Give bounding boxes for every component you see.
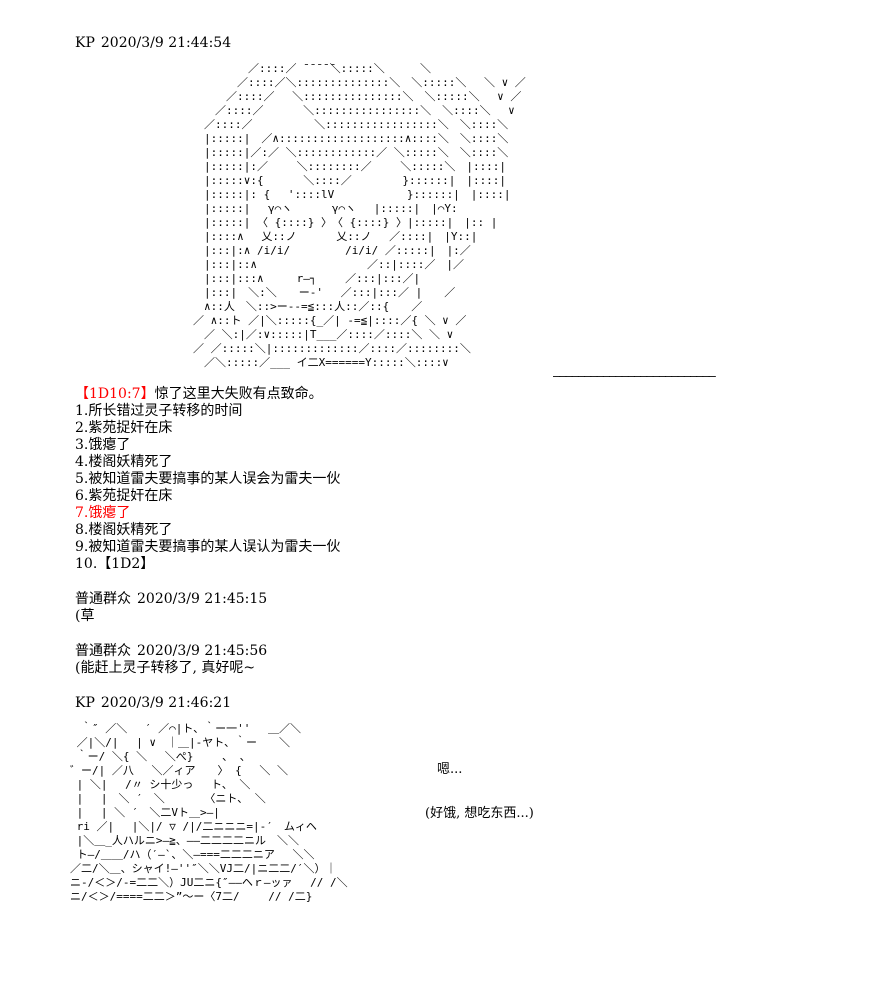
timestamp: 2020/3/9 21:44:54 — [100, 35, 232, 51]
ascii-art-wrapper: ｀″ ／＼ ′ ／⌒|ト、｀ー一'' ＿／＼ ／|＼/| | ∨ ｜＿|‐ヤト、… — [59, 722, 861, 904]
timestamp: 2020/3/9 21:45:15 — [137, 591, 268, 607]
trpg-log-page: KP 2020/3/9 21:44:54 ／::::／ ̄ ̄ ̄ ̄ ̄＼:::… — [70, 34, 861, 904]
ascii-art-wrapper: ／::::／ ̄ ̄ ̄ ̄ ̄＼:::::＼ ＼ ／::::／＼:::::::… — [193, 62, 861, 370]
post-kp-2: KP 2020/3/9 21:46:21 ｀″ ／＼ ′ ／⌒|ト、｀ー一'' ＿… — [70, 694, 861, 904]
roll-option-8: 8.楼阁妖精死了 — [75, 522, 173, 538]
message-text: (能赶上灵子转移了, 真好呢~ — [75, 660, 256, 676]
roll-option-10: 10.【1D2】 — [75, 556, 155, 572]
post-meta: 普通群众 2020/3/9 21:45:56 — [75, 642, 861, 660]
dice-roll-line: 【1D10:7】惊了这里大失败有点致命。 — [75, 386, 861, 403]
author-name: KP — [75, 35, 95, 51]
post-crowd-2: 普通群众 2020/3/9 21:45:56 (能赶上灵子转移了, 真好呢~ — [75, 642, 861, 677]
dialogue-bubble-2: (好饿, 想吃东西...) — [425, 806, 534, 821]
ascii-art-character-lying: ｀″ ／＼ ′ ／⌒|ト、｀ー一'' ＿／＼ ／|＼/| | ∨ ｜＿|‐ヤト、… — [69, 722, 348, 903]
author-name: KP — [75, 695, 95, 711]
timestamp: 2020/3/9 21:46:21 — [100, 695, 232, 711]
timestamp: 2020/3/9 21:45:56 — [137, 643, 268, 659]
dice-roll-comment: 惊了这里大失败有点致命。 — [154, 386, 323, 402]
roll-option-6: 6.紫苑捉奸在床 — [75, 488, 173, 504]
roll-option-1: 1.所长错过灵子转移的时间 — [75, 403, 243, 419]
roll-option-2: 2.紫苑捉奸在床 — [75, 420, 173, 436]
dialogue-bubble-1: 嗯... — [437, 762, 463, 777]
post-kp-1: KP 2020/3/9 21:44:54 ／::::／ ̄ ̄ ̄ ̄ ̄＼:::… — [75, 34, 861, 573]
post-meta: 普通群众 2020/3/9 21:45:15 — [75, 590, 861, 608]
roll-options-list: 1.所长错过灵子转移的时间 2.紫苑捉奸在床 3.饿瘪了 4.楼阁妖精死了 5.… — [75, 403, 861, 573]
post-meta: KP 2020/3/9 21:44:54 — [75, 34, 861, 52]
author-name: 普通群众 — [75, 643, 131, 659]
roll-option-5: 5.被知道雷夫要搞事的某人误会为雷夫一伙 — [75, 471, 341, 487]
ascii-art-girl-face: ／::::／ ̄ ̄ ̄ ̄ ̄＼:::::＼ ＼ ／::::／＼:::::::… — [193, 62, 526, 369]
roll-option-9: 9.被知道雷夫要搞事的某人误认为雷夫一伙 — [75, 539, 341, 555]
dice-roll-result: 【1D10:7】 — [75, 386, 155, 402]
author-name: 普通群众 — [75, 591, 131, 607]
message-text: (草 — [75, 608, 95, 624]
roll-option-3: 3.饿瘪了 — [75, 437, 131, 453]
roll-option-7-selected: 7.饿瘪了 — [75, 505, 131, 521]
post-meta: KP 2020/3/9 21:46:21 — [75, 694, 861, 712]
post-crowd-1: 普通群众 2020/3/9 21:45:15 (草 — [75, 590, 861, 625]
roll-option-4: 4.楼阁妖精死了 — [75, 454, 173, 470]
separator-line: ―――――――――――――――――――――――――― — [553, 369, 716, 383]
